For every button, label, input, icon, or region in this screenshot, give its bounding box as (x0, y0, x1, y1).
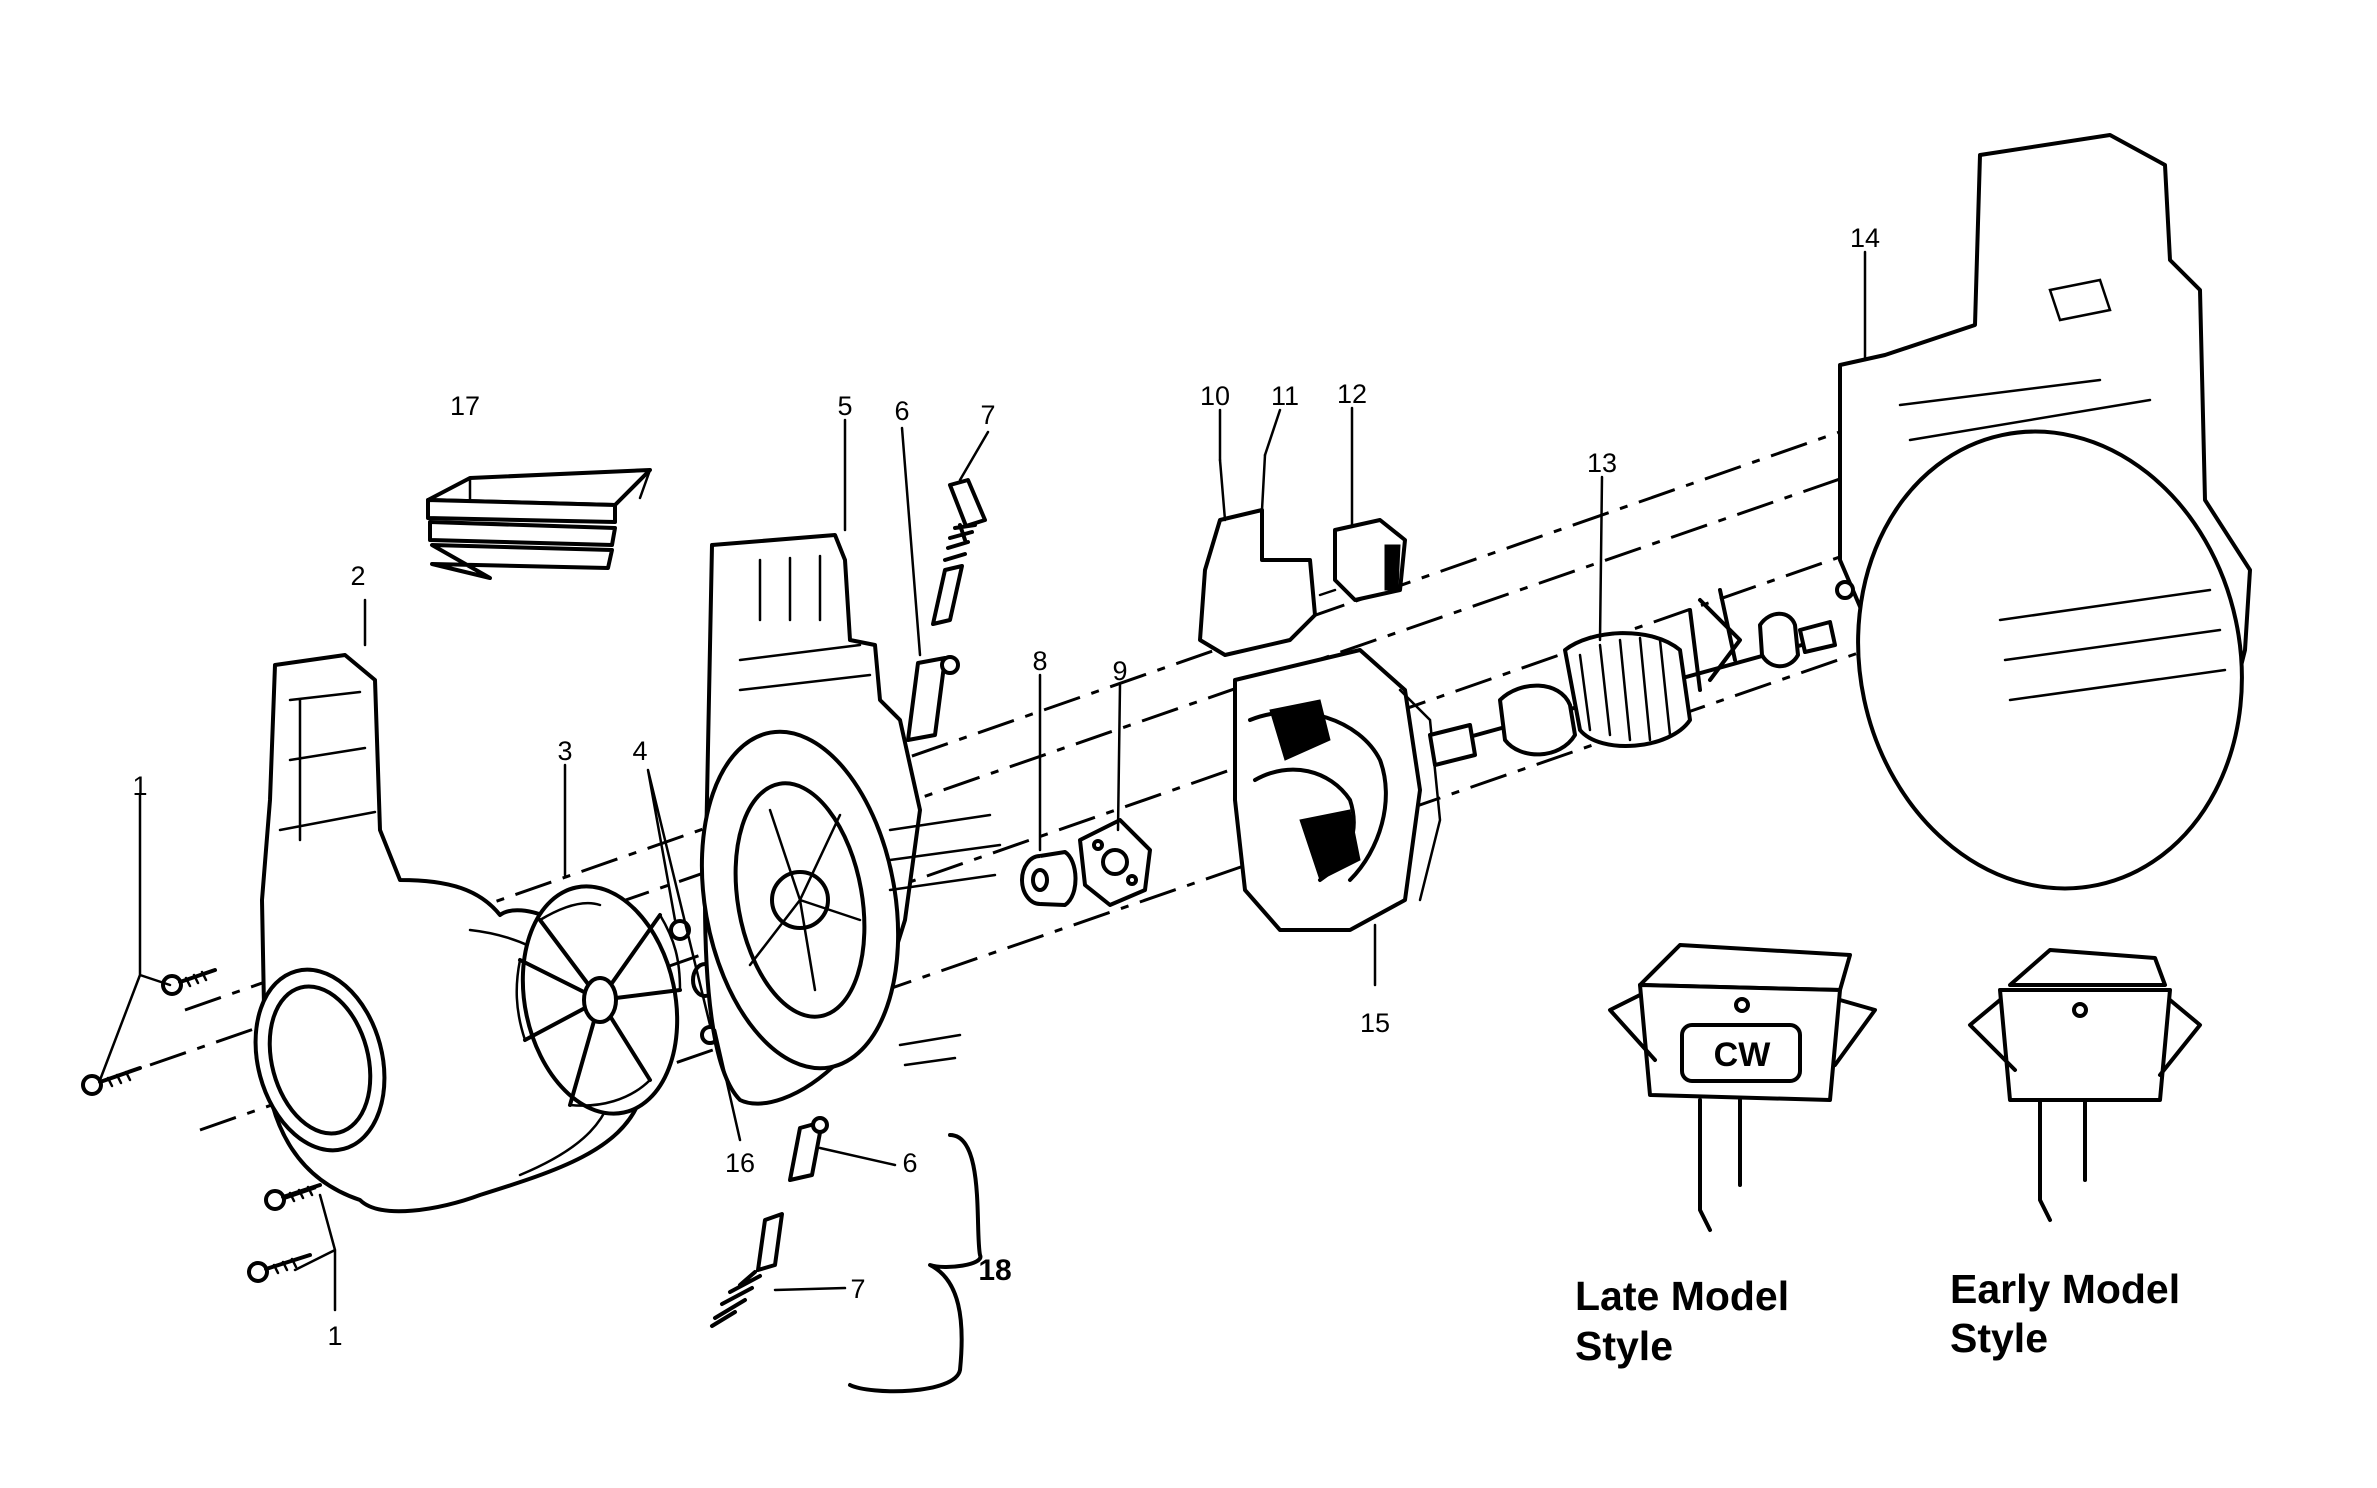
fan-impeller (515, 884, 682, 1116)
callout-6-lower: 6 (902, 1148, 917, 1178)
callout-18: 18 (978, 1254, 1011, 1287)
callout-9: 9 (1112, 656, 1127, 686)
brush-spring-upper (931, 478, 987, 626)
rocker-switch (1318, 518, 1407, 602)
early-model-caption-line2: Style (1950, 1315, 2048, 1361)
callout-11: 11 (1271, 381, 1299, 411)
callout-15: 15 (1360, 1008, 1390, 1038)
callout-12: 12 (1337, 379, 1367, 409)
callout-8: 8 (1032, 646, 1047, 676)
callout-4: 4 (632, 736, 647, 766)
leader-lines (98, 250, 1867, 1312)
field-and-terminals (1198, 453, 1442, 932)
brush-holder-upper (906, 655, 960, 742)
callout-10: 10 (1200, 381, 1230, 411)
filter-pad (426, 468, 652, 580)
bearing-retainer (1078, 818, 1152, 907)
early-model-switch-illustration (1968, 948, 2202, 1222)
late-model-caption-line1: Late Model (1575, 1273, 1789, 1319)
callout-1-upper: 1 (132, 771, 147, 801)
motor-end-housing (699, 533, 1002, 1106)
callout-6-upper: 6 (894, 396, 909, 426)
screw-1-lower-a (264, 1183, 322, 1211)
armature (1428, 588, 1837, 767)
callout-2: 2 (350, 561, 365, 591)
screw-1-mid-left (81, 1066, 142, 1096)
callout-5: 5 (837, 391, 852, 421)
callout-17: 17 (450, 391, 480, 421)
callout-13: 13 (1587, 448, 1617, 478)
front-fan-housing (253, 653, 642, 1214)
screw-1-lower-b (247, 1253, 312, 1283)
motor-cover (1835, 133, 2252, 891)
callout-16: 16 (725, 1148, 755, 1178)
early-model-caption-line1: Early Model (1950, 1266, 2180, 1312)
late-switch-marking: CW (1714, 1036, 1772, 1074)
callout-1-lower: 1 (327, 1321, 342, 1351)
brush-holder-lower (788, 1116, 829, 1182)
bearing (1020, 850, 1078, 907)
late-model-switch-illustration: CW (1608, 943, 1877, 1232)
callout-14: 14 (1850, 223, 1880, 253)
screw-1-upper-left (161, 968, 217, 996)
brace-18 (848, 1133, 983, 1394)
late-model-caption-line2: Style (1575, 1323, 1673, 1369)
callout-3: 3 (557, 736, 572, 766)
callout-7-upper: 7 (980, 400, 995, 430)
brush-spring-lower (710, 1212, 784, 1328)
callout-7-lower: 7 (850, 1274, 865, 1304)
